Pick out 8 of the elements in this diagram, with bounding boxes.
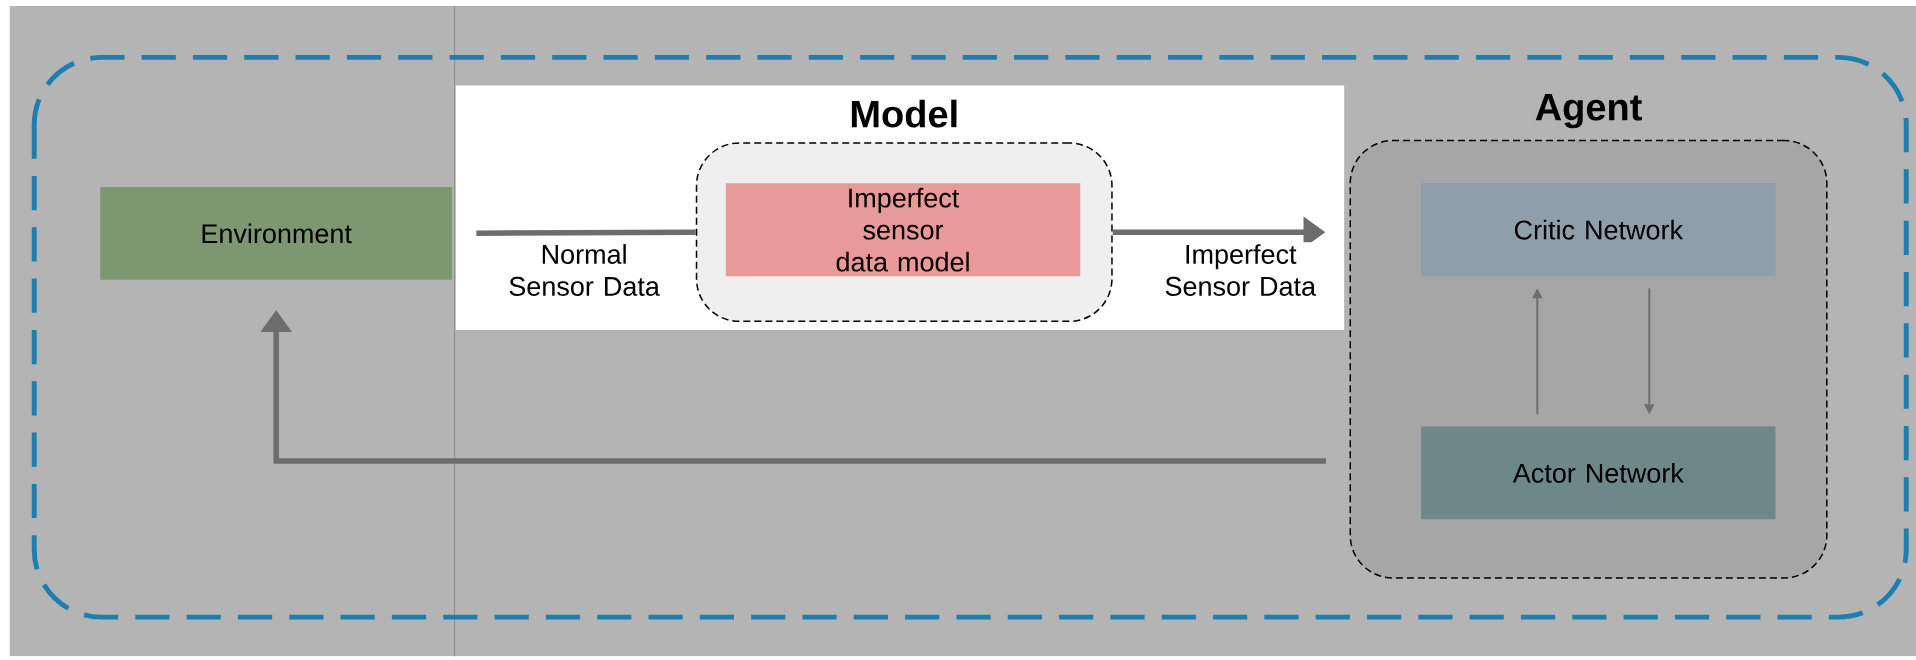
node-label: Model — [851, 99, 957, 128]
process-box: Critic Network — [1421, 183, 1776, 277]
process-box: Imperfect sensor data model — [725, 183, 1081, 277]
edge-label: Imperfect Sensor Data — [1153, 242, 1328, 298]
node-label: Agent — [1535, 94, 1642, 129]
process-box: Actor Network — [1421, 426, 1776, 520]
edge-label: Normal Sensor Data — [497, 242, 672, 299]
process-box: Environment — [100, 187, 453, 280]
